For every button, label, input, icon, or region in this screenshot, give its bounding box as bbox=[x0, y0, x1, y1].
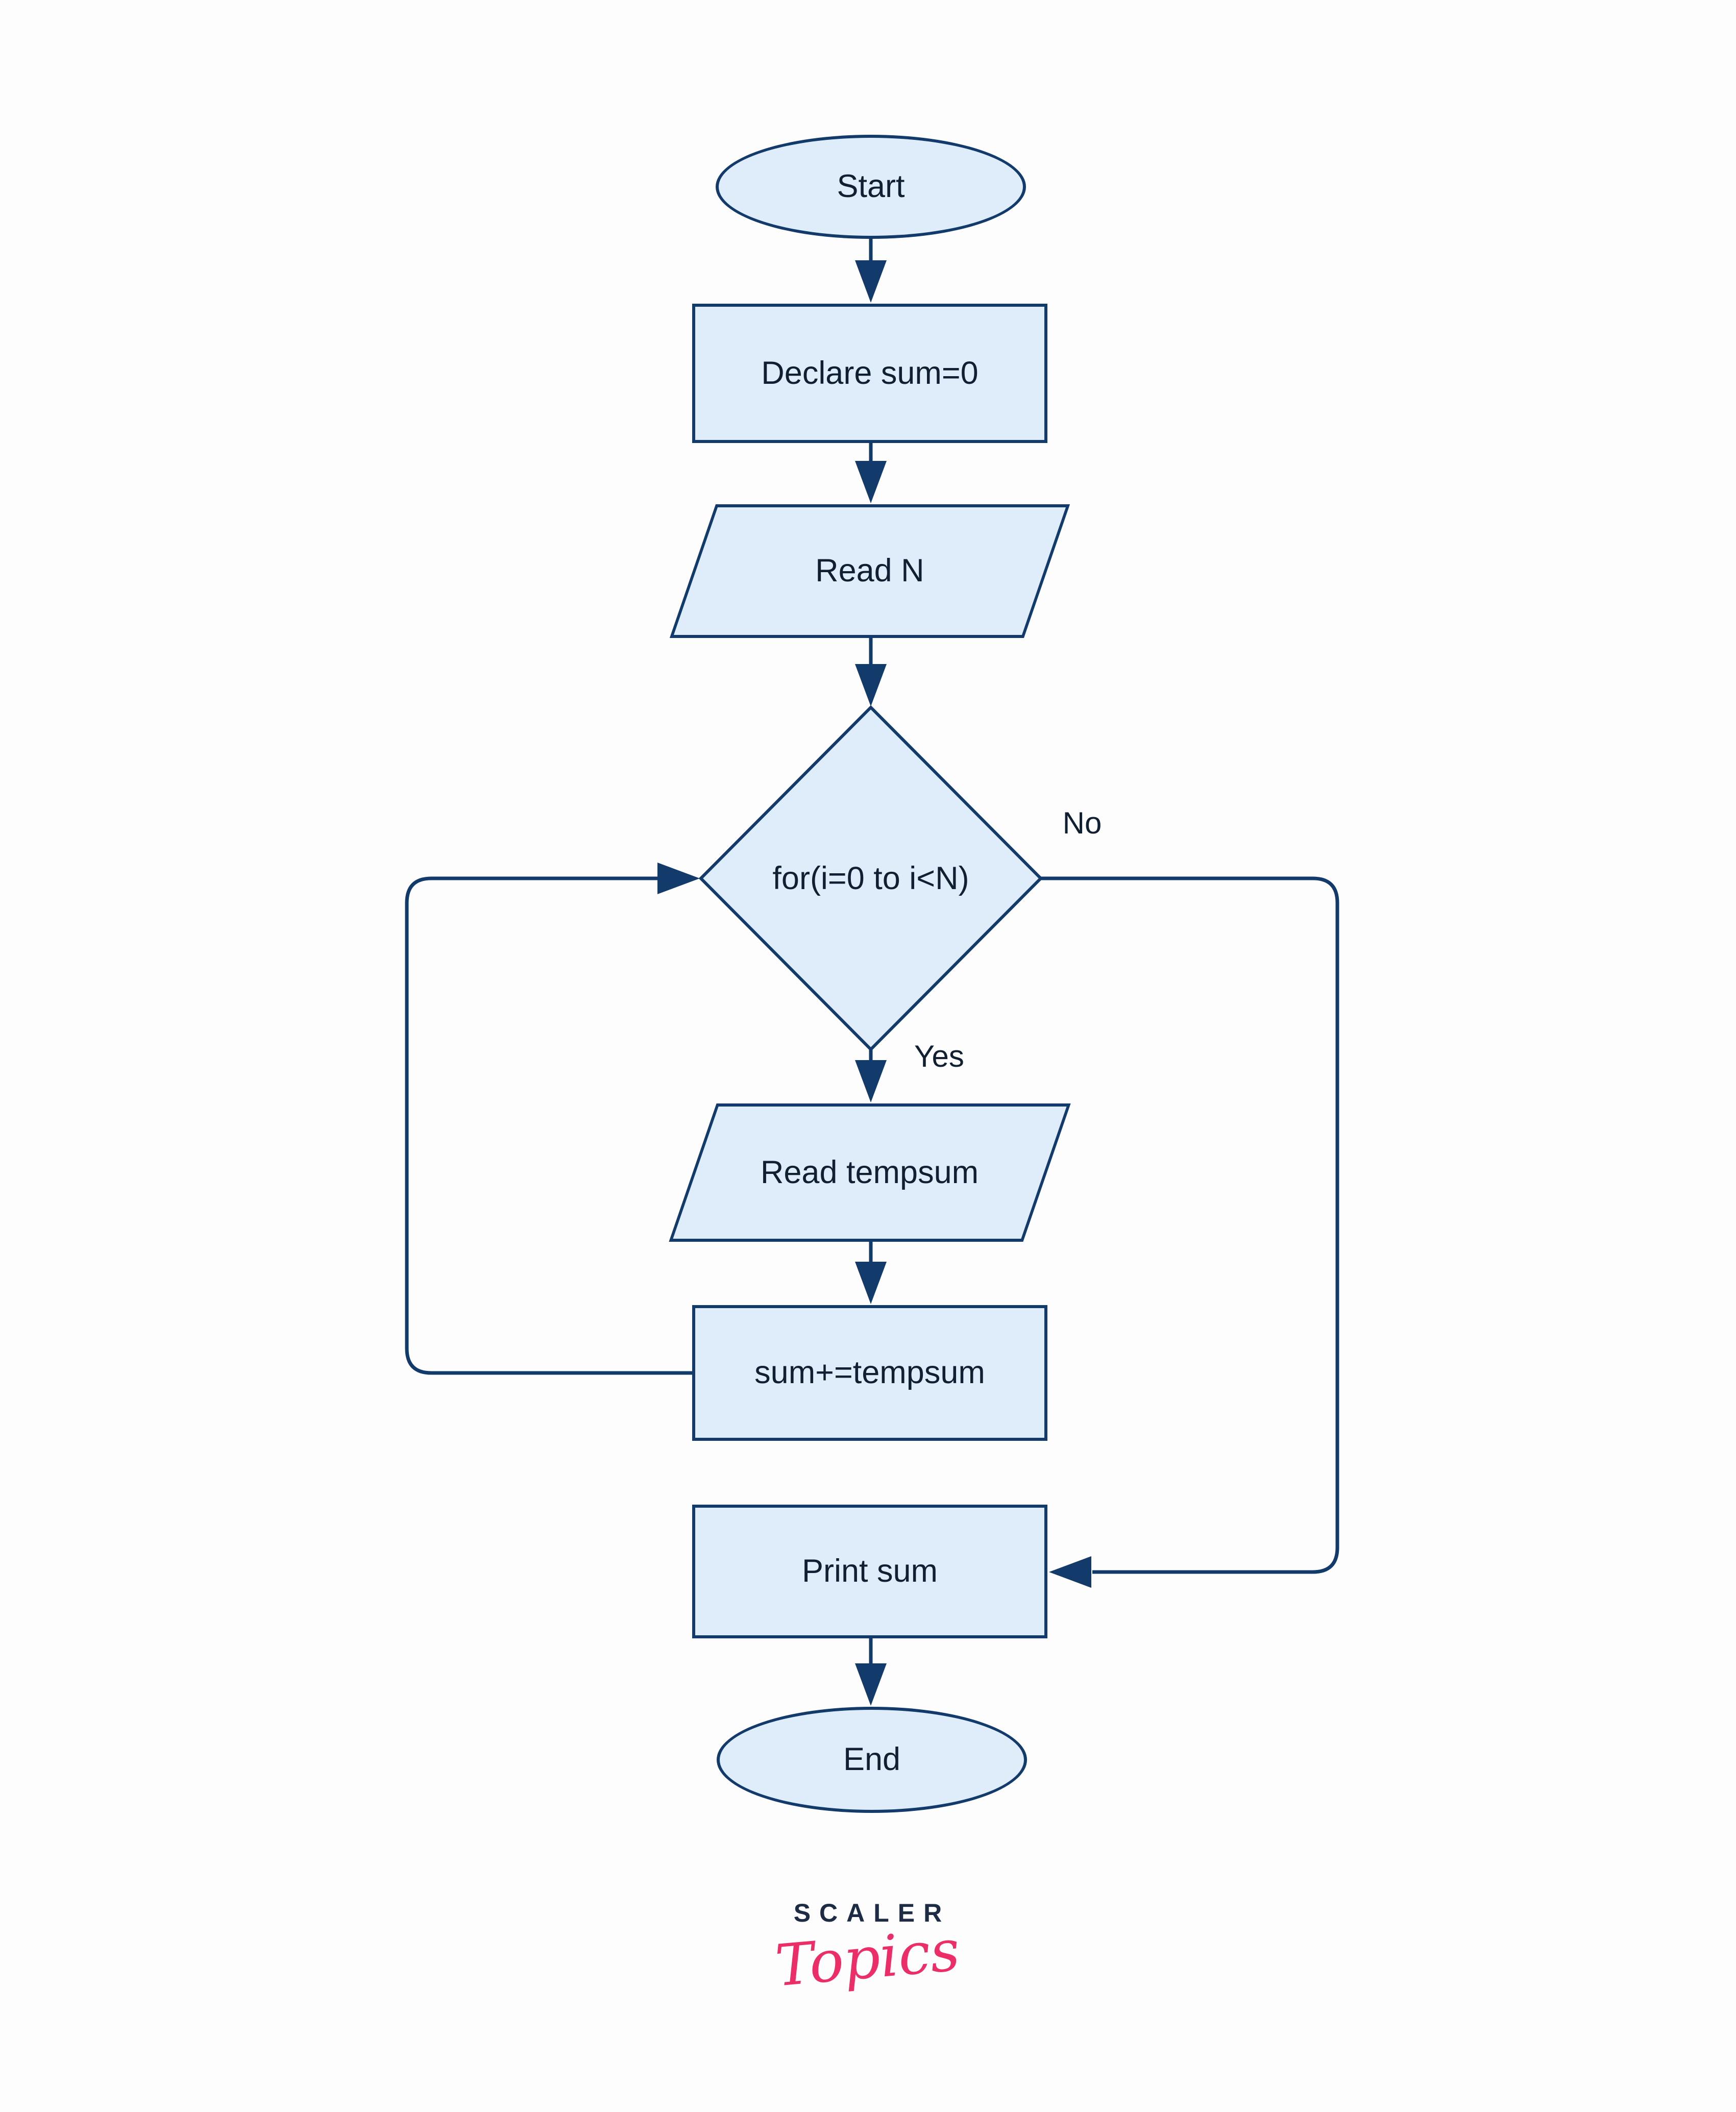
scaler-wordmark: SCALER bbox=[793, 1899, 951, 1927]
node-read-n-label: Read N bbox=[815, 553, 924, 589]
node-for-loop-decision bbox=[698, 705, 1043, 1052]
arrowhead-printsum-end bbox=[855, 1663, 887, 1706]
node-read-n: Read N bbox=[669, 504, 1070, 638]
node-declare-label: Declare sum=0 bbox=[761, 355, 979, 391]
arrowhead-start-declare bbox=[855, 260, 887, 303]
arrowhead-loopback bbox=[657, 863, 700, 894]
arrowhead-loop-printsum bbox=[1049, 1556, 1091, 1588]
node-accumulate: sum+=tempsum bbox=[692, 1305, 1047, 1441]
arrowhead-readtempsum-accumulate bbox=[855, 1262, 887, 1304]
edge-loop-printsum-no bbox=[1040, 876, 1339, 1574]
scaler-topics-logo: SCALER Topics bbox=[715, 1898, 1021, 1999]
edge-label-yes: Yes bbox=[914, 1039, 964, 1073]
node-print-sum: Print sum bbox=[692, 1505, 1047, 1638]
node-declare: Declare sum=0 bbox=[692, 304, 1047, 443]
topics-wordmark: Topics bbox=[773, 1917, 963, 2000]
node-for-loop-label: for(i=0 to i<N) bbox=[772, 861, 969, 896]
arrowhead-declare-readn bbox=[855, 461, 887, 503]
node-end-label: End bbox=[843, 1741, 901, 1778]
edge-accumulate-loopback bbox=[405, 876, 694, 1375]
node-print-sum-label: Print sum bbox=[801, 1553, 938, 1589]
node-accumulate-label: sum+=tempsum bbox=[754, 1355, 985, 1391]
node-start-label: Start bbox=[837, 168, 905, 205]
node-read-tempsum-label: Read tempsum bbox=[761, 1154, 979, 1190]
arrowhead-loop-readtempsum bbox=[855, 1060, 887, 1102]
arrowhead-readn-loop bbox=[855, 664, 887, 706]
edge-label-no: No bbox=[1062, 806, 1102, 840]
node-start: Start bbox=[716, 135, 1026, 239]
node-end: End bbox=[717, 1707, 1027, 1813]
node-read-tempsum: Read tempsum bbox=[669, 1103, 1071, 1242]
